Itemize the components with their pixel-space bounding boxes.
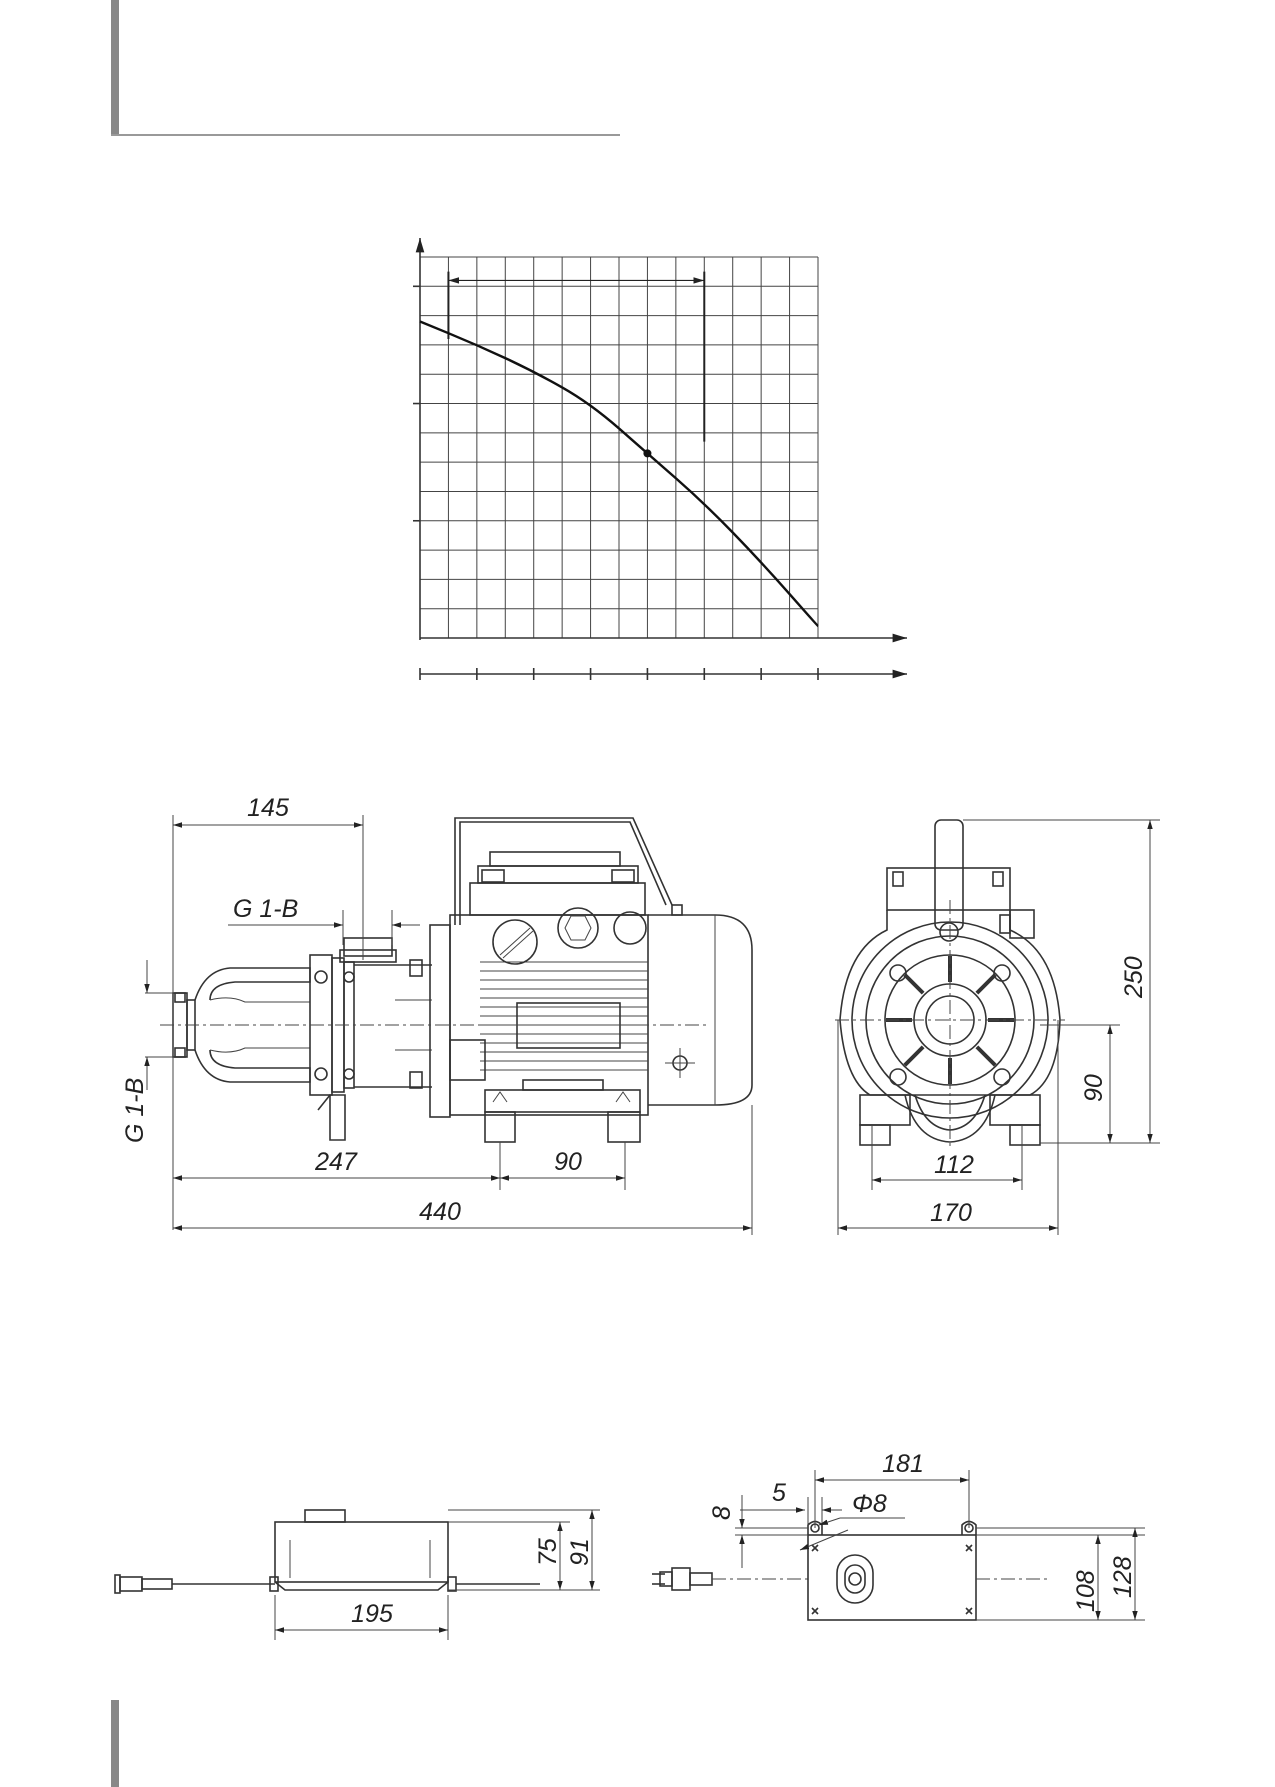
switch-base xyxy=(807,1534,977,1621)
handle-end xyxy=(934,819,964,931)
spoke xyxy=(975,1045,997,1067)
top-margin-bar xyxy=(111,0,119,135)
hex-plug-icon xyxy=(557,907,599,949)
dim-90-front: 90 xyxy=(554,1148,582,1176)
pump-head xyxy=(172,937,432,1141)
dim-90-side: 90 xyxy=(1080,1074,1108,1102)
dim-247: 247 xyxy=(314,1148,358,1176)
dim-8: 8 xyxy=(708,1506,736,1520)
spoke xyxy=(975,973,997,995)
motor-fins xyxy=(480,961,648,1071)
range-markers xyxy=(447,271,706,442)
motor-body xyxy=(429,914,753,1118)
spoke xyxy=(903,1045,925,1067)
spoke xyxy=(903,973,925,995)
dim-195: 195 xyxy=(351,1600,393,1628)
dim-440: 440 xyxy=(419,1198,461,1226)
dim-phi8: Φ8 xyxy=(852,1490,887,1518)
pump-front-view: 145 G 1-B G 1-B 247 90 440 xyxy=(121,794,753,1235)
chart-grid xyxy=(419,256,819,639)
round-plug-icon xyxy=(613,911,647,945)
adjust-knob-icon xyxy=(836,1554,874,1604)
cable-gland-icon xyxy=(492,919,538,965)
dim-250: 250 xyxy=(1120,956,1148,999)
dim-91: 91 xyxy=(566,1538,594,1566)
switch-top-view: 181 5 Φ8 8 108 128 xyxy=(652,1450,1145,1621)
dim-75: 75 xyxy=(534,1538,562,1566)
dim-108: 108 xyxy=(1072,1570,1100,1612)
pump-curve-chart xyxy=(413,238,907,680)
dim-128: 128 xyxy=(1109,1556,1137,1598)
switch-housing xyxy=(274,1521,449,1583)
dim-g1b-top: G 1-B xyxy=(233,895,298,923)
dim-5: 5 xyxy=(772,1479,786,1507)
carry-handle xyxy=(459,821,667,925)
dim-145: 145 xyxy=(247,794,289,822)
operating-point xyxy=(643,449,652,458)
dim-170: 170 xyxy=(930,1199,972,1227)
dim-g1b-side: G 1-B xyxy=(121,1078,149,1143)
motor-feet xyxy=(484,1079,641,1143)
chart-ticks xyxy=(413,285,819,680)
dim-181: 181 xyxy=(882,1450,924,1478)
pump-curve-line xyxy=(419,320,819,628)
dim-112: 112 xyxy=(934,1151,974,1179)
pump-side-view: 250 90 112 170 xyxy=(835,819,1160,1235)
switch-side-view: 195 75 91 xyxy=(114,1509,600,1640)
terminal-box xyxy=(454,817,683,965)
bottom-margin-bar xyxy=(111,1700,119,1787)
